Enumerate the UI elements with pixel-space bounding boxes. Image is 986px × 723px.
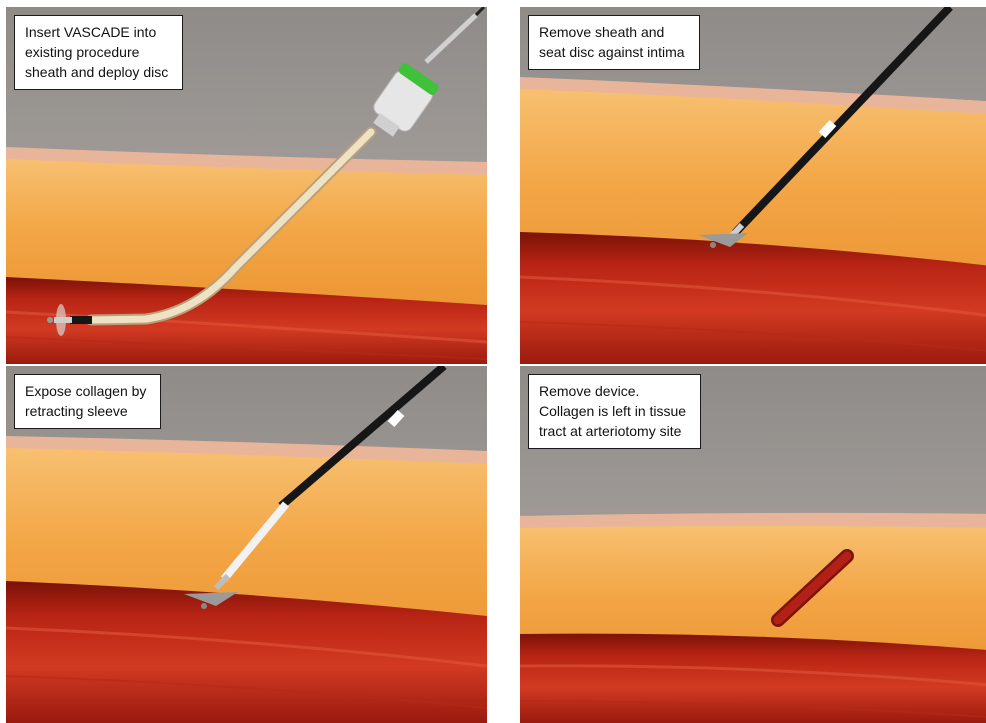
caption-insert: Insert VASCADE into existing procedure s…	[14, 15, 183, 90]
caption-remove: Remove device. Collagen is left in tissu…	[528, 374, 701, 449]
step-panel-remove: Remove device. Collagen is left in tissu…	[520, 366, 986, 723]
caption-seat: Remove sheath and seat disc against inti…	[528, 15, 700, 70]
step-panel-expose: Expose collagen by retracting sleeve	[6, 366, 487, 723]
step-panel-seat: Remove sheath and seat disc against inti…	[520, 7, 986, 364]
caption-expose: Expose collagen by retracting sleeve	[14, 374, 161, 429]
step-panel-insert: Insert VASCADE into existing procedure s…	[6, 7, 487, 364]
